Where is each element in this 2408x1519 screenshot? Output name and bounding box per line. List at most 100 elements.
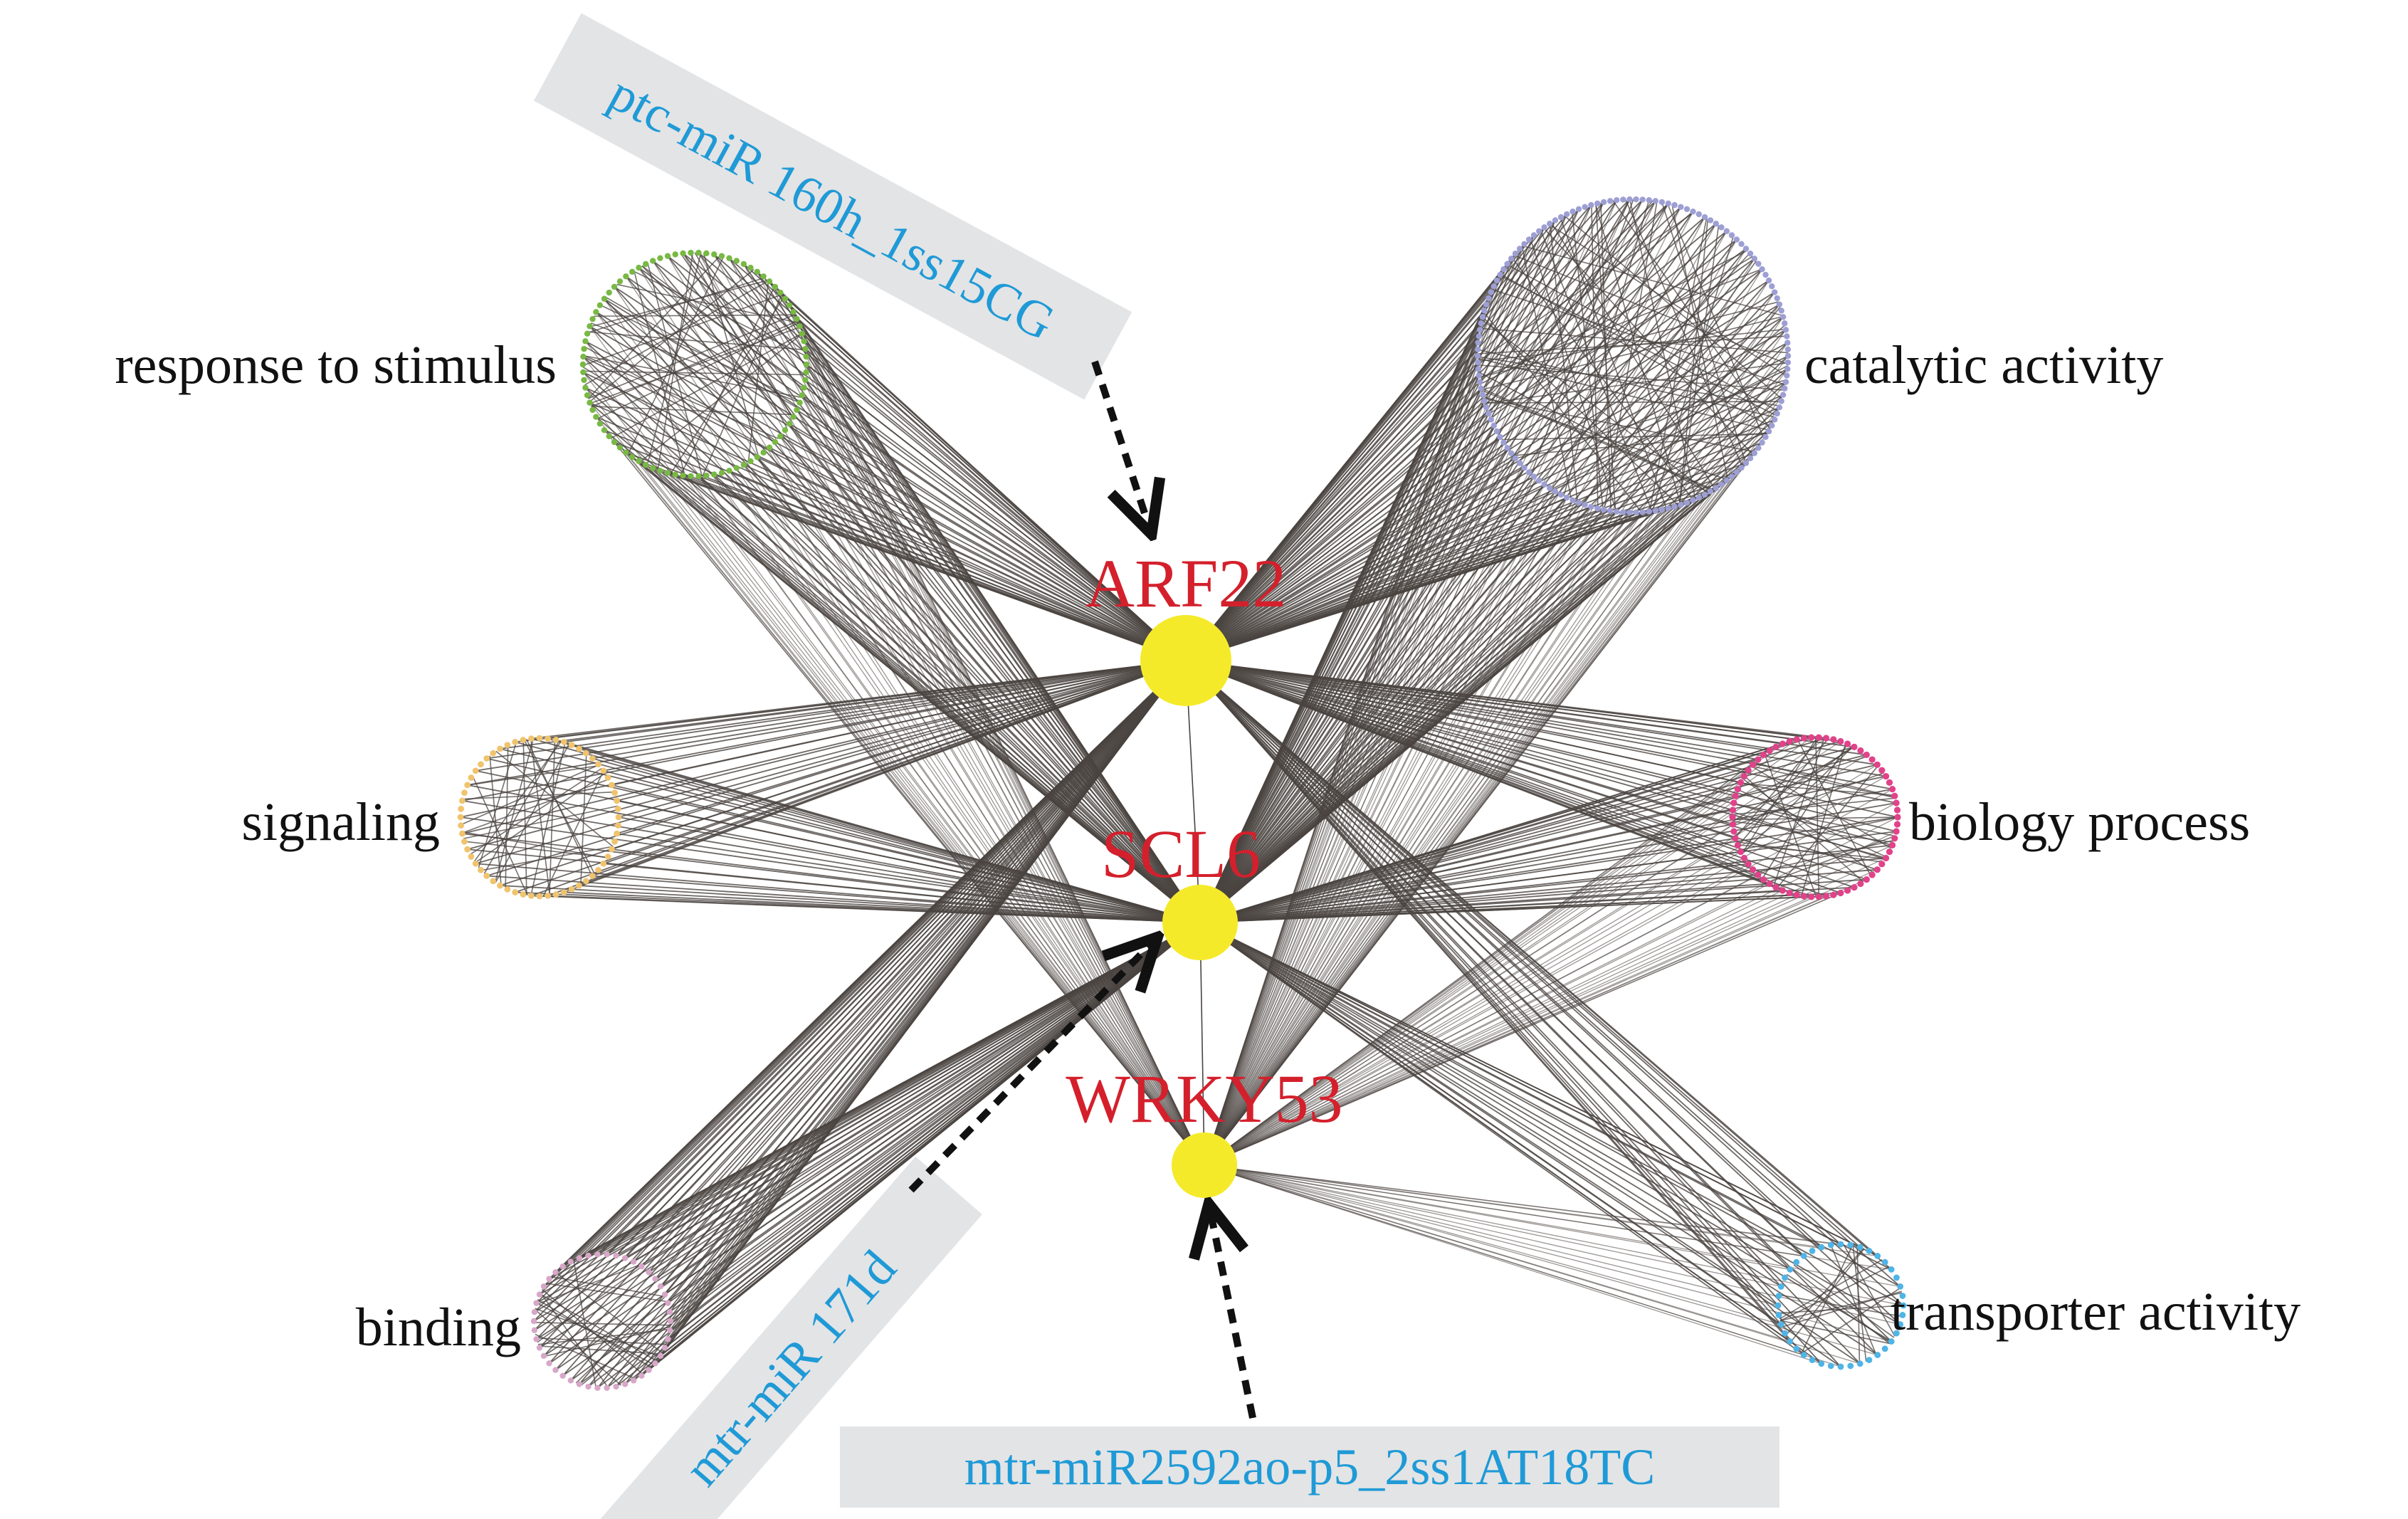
member-node-catalytic[interactable] (1678, 204, 1684, 210)
member-node-response[interactable] (766, 444, 773, 451)
member-node-catalytic[interactable] (1620, 509, 1626, 515)
member-node-signaling[interactable] (595, 866, 601, 873)
member-node-response[interactable] (703, 472, 710, 479)
member-node-catalytic[interactable] (1552, 488, 1559, 495)
member-node-response[interactable] (611, 283, 618, 290)
member-node-catalytic[interactable] (1779, 314, 1787, 320)
hub-node-wrky53[interactable] (1172, 1132, 1237, 1198)
member-node-catalytic[interactable] (1607, 508, 1614, 514)
member-node-catalytic[interactable] (1481, 398, 1488, 404)
member-node-catalytic[interactable] (1582, 204, 1588, 210)
member-node-catalytic[interactable] (1500, 266, 1507, 273)
member-node-binding[interactable] (667, 1318, 674, 1325)
member-node-transporter[interactable] (1847, 1241, 1854, 1249)
member-node-binding[interactable] (665, 1336, 671, 1342)
member-node-catalytic[interactable] (1479, 391, 1486, 398)
member-node-binding[interactable] (540, 1352, 547, 1360)
member-node-response[interactable] (636, 458, 642, 465)
member-node-catalytic[interactable] (1762, 271, 1769, 278)
member-node-binding[interactable] (546, 1276, 552, 1282)
member-node-transporter[interactable] (1881, 1258, 1888, 1266)
member-node-response[interactable] (726, 468, 732, 474)
member-node-biology[interactable] (1755, 756, 1762, 763)
member-node-biology[interactable] (1889, 786, 1896, 793)
member-node-biology[interactable] (1729, 821, 1737, 828)
member-node-catalytic[interactable] (1738, 241, 1745, 248)
member-node-biology[interactable] (1878, 861, 1886, 868)
transporter-activity-cluster[interactable] (1775, 1241, 1907, 1370)
member-node-response[interactable] (803, 361, 810, 368)
member-node-catalytic[interactable] (1695, 494, 1703, 501)
member-node-biology[interactable] (1857, 747, 1864, 755)
member-node-catalytic[interactable] (1607, 198, 1614, 204)
member-node-response[interactable] (587, 399, 593, 406)
member-node-catalytic[interactable] (1588, 503, 1594, 510)
member-node-catalytic[interactable] (1476, 372, 1482, 379)
member-node-catalytic[interactable] (1701, 214, 1708, 221)
member-node-transporter[interactable] (1897, 1283, 1904, 1290)
member-node-response[interactable] (760, 449, 767, 456)
member-node-response[interactable] (680, 250, 686, 257)
member-node-catalytic[interactable] (1658, 199, 1666, 206)
member-node-response[interactable] (606, 433, 612, 440)
member-node-catalytic[interactable] (1778, 398, 1784, 404)
member-node-catalytic[interactable] (1652, 198, 1659, 204)
member-node-signaling[interactable] (568, 886, 575, 893)
member-node-biology[interactable] (1793, 891, 1800, 898)
member-node-binding[interactable] (638, 1263, 645, 1270)
member-node-transporter[interactable] (1775, 1293, 1782, 1299)
member-node-biology[interactable] (1894, 814, 1901, 821)
member-node-catalytic[interactable] (1713, 485, 1720, 491)
member-node-catalytic[interactable] (1594, 505, 1601, 512)
member-node-catalytic[interactable] (1769, 422, 1775, 429)
member-node-transporter[interactable] (1800, 1253, 1807, 1259)
member-node-signaling[interactable] (459, 797, 466, 804)
member-node-binding[interactable] (666, 1309, 673, 1315)
member-node-biology[interactable] (1893, 828, 1900, 835)
member-node-response[interactable] (799, 392, 806, 399)
member-node-response[interactable] (782, 427, 789, 433)
member-node-response[interactable] (802, 377, 809, 384)
member-node-catalytic[interactable] (1490, 422, 1497, 429)
member-node-signaling[interactable] (490, 750, 497, 757)
member-node-signaling[interactable] (504, 742, 511, 748)
member-node-catalytic[interactable] (1504, 445, 1510, 451)
member-node-biology[interactable] (1740, 854, 1748, 862)
member-node-response[interactable] (593, 309, 599, 315)
member-node-transporter[interactable] (1787, 1266, 1794, 1273)
member-node-binding[interactable] (646, 1367, 652, 1373)
member-node-response[interactable] (703, 250, 710, 257)
member-node-catalytic[interactable] (1483, 301, 1490, 308)
member-node-signaling[interactable] (614, 822, 621, 829)
member-node-catalytic[interactable] (1497, 271, 1503, 278)
member-node-response[interactable] (802, 345, 809, 352)
member-node-catalytic[interactable] (1778, 308, 1784, 314)
member-node-catalytic[interactable] (1671, 201, 1678, 209)
member-node-response[interactable] (657, 255, 663, 261)
member-node-response[interactable] (664, 470, 671, 476)
member-node-signaling[interactable] (568, 742, 575, 748)
member-node-catalytic[interactable] (1478, 385, 1484, 391)
member-node-binding[interactable] (533, 1336, 540, 1342)
member-node-binding[interactable] (630, 1258, 637, 1265)
member-node-catalytic[interactable] (1541, 224, 1547, 231)
member-node-response[interactable] (582, 338, 589, 345)
member-node-catalytic[interactable] (1782, 320, 1788, 327)
member-node-catalytic[interactable] (1671, 503, 1678, 510)
member-node-biology[interactable] (1873, 866, 1881, 873)
member-node-signaling[interactable] (478, 761, 484, 768)
member-node-transporter[interactable] (1866, 1247, 1873, 1254)
member-node-biology[interactable] (1808, 893, 1815, 900)
member-node-response[interactable] (760, 273, 767, 280)
member-node-signaling[interactable] (504, 886, 511, 893)
member-node-catalytic[interactable] (1658, 506, 1666, 513)
member-node-response[interactable] (796, 399, 803, 406)
member-node-transporter[interactable] (1782, 1274, 1788, 1281)
member-node-binding[interactable] (552, 1269, 559, 1276)
member-node-binding[interactable] (621, 1381, 629, 1387)
member-node-transporter[interactable] (1827, 1362, 1834, 1370)
member-node-catalytic[interactable] (1774, 295, 1780, 302)
member-node-catalytic[interactable] (1747, 251, 1754, 257)
member-node-catalytic[interactable] (1570, 497, 1576, 504)
member-node-response[interactable] (786, 420, 793, 427)
